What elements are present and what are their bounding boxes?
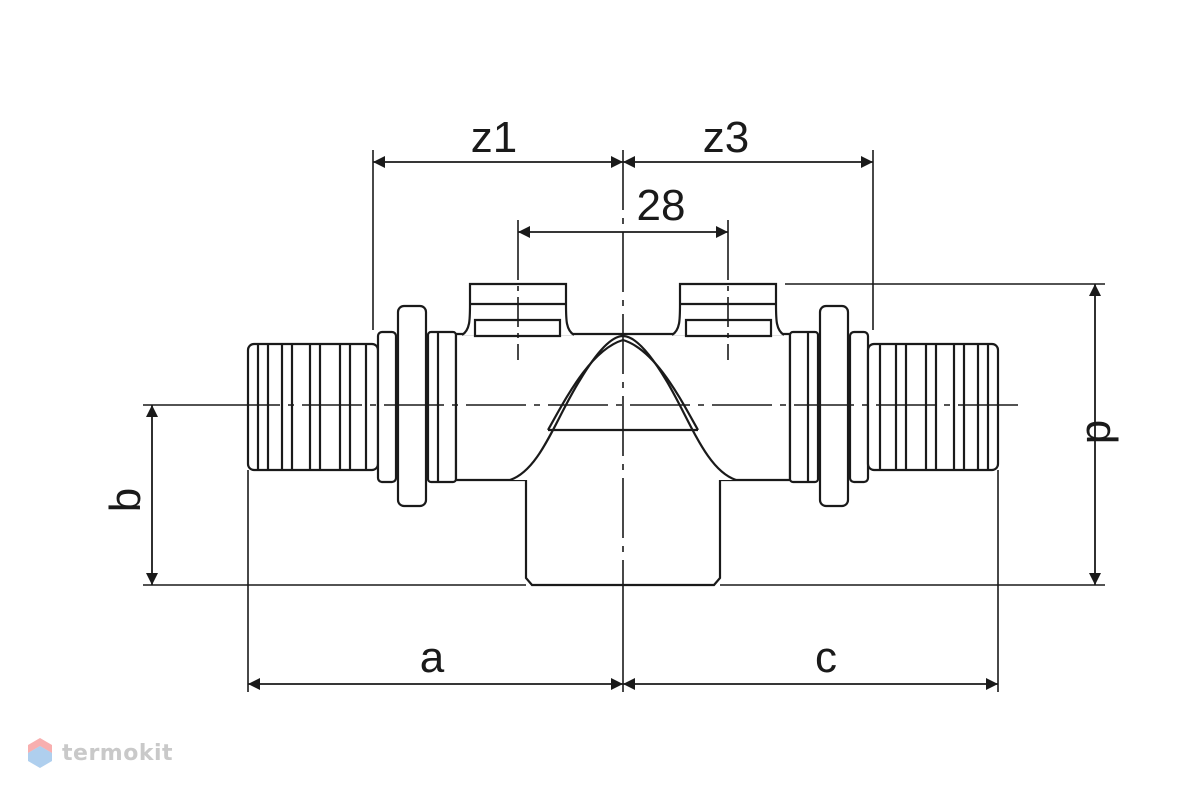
brand-name: termokit bbox=[62, 740, 174, 766]
dim-label-28: 28 bbox=[637, 181, 686, 230]
left-pipe-barb bbox=[246, 342, 380, 472]
right-pipe-barb bbox=[866, 342, 1000, 472]
dim-label-d: d bbox=[1077, 420, 1126, 444]
right-flange bbox=[788, 304, 870, 508]
dimension-lines bbox=[146, 156, 1101, 690]
dim-label-c: c bbox=[815, 633, 837, 682]
dim-label-z3: z3 bbox=[703, 113, 749, 162]
dim-label-z1: z1 bbox=[471, 113, 517, 162]
left-flange bbox=[376, 304, 458, 508]
brand-logo-icon bbox=[28, 738, 52, 768]
brand-watermark: termokit bbox=[26, 736, 173, 770]
dim-label-a: a bbox=[420, 633, 445, 682]
center-lines bbox=[220, 150, 1020, 610]
dim-label-b: b bbox=[101, 488, 150, 512]
